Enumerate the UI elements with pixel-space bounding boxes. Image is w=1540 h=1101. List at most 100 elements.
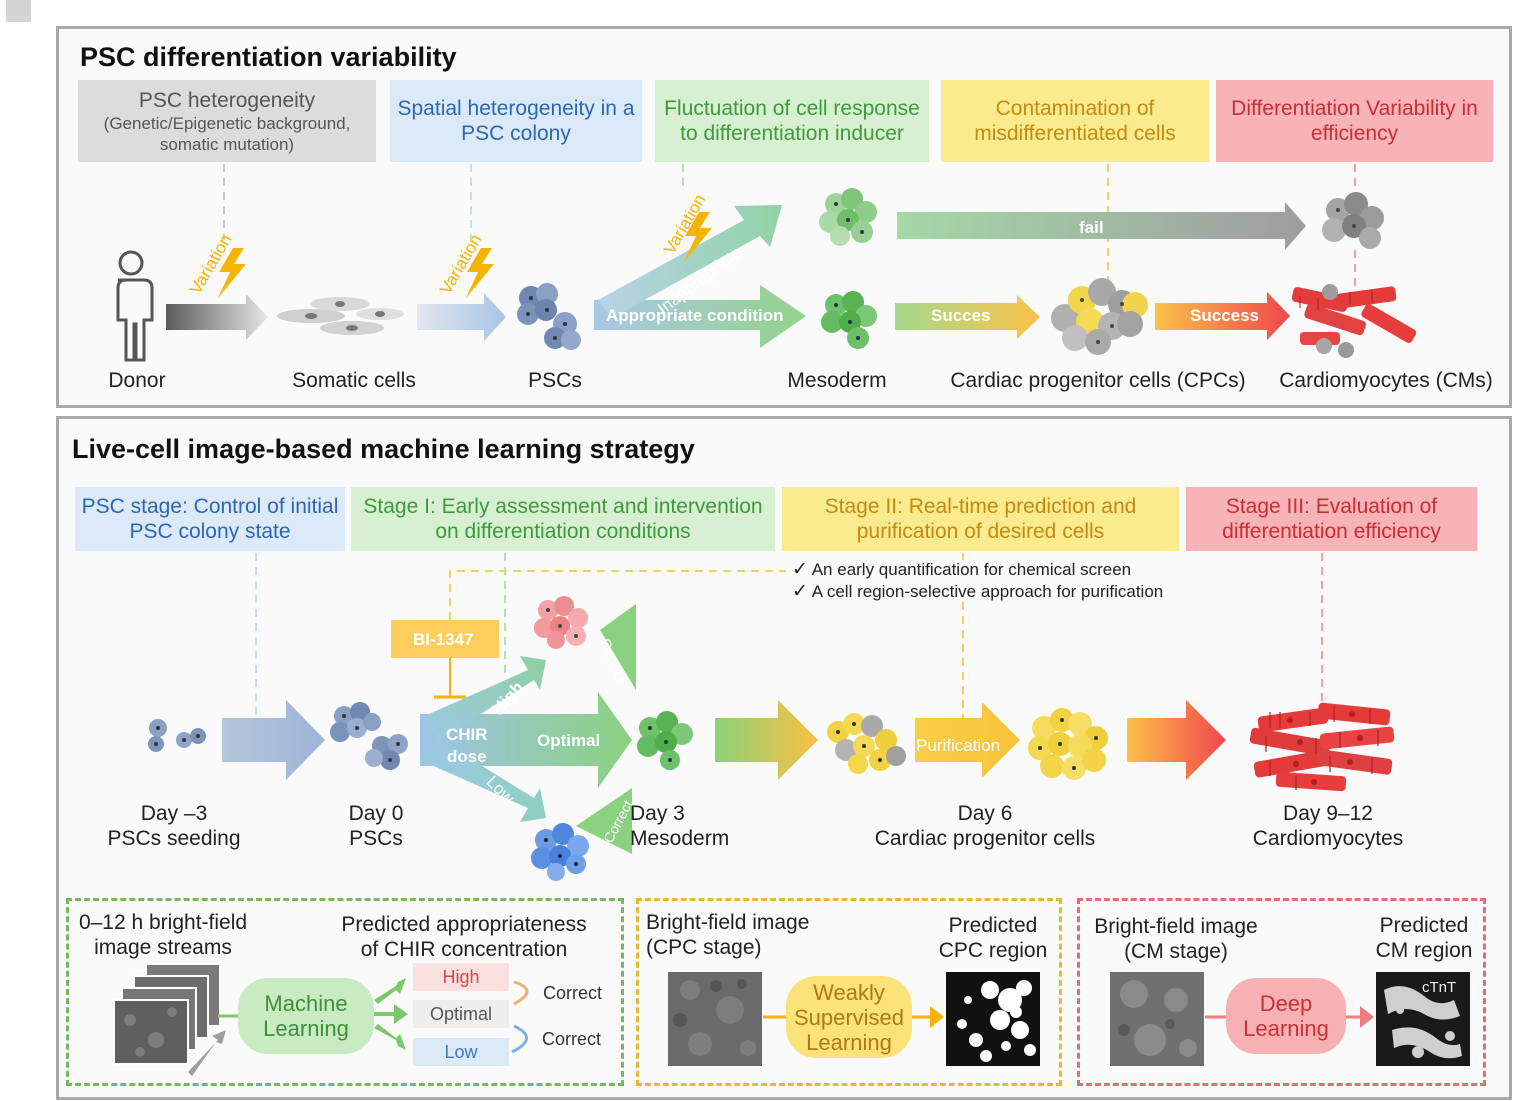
cm-prediction-image bbox=[1376, 972, 1470, 1066]
arrow-succes bbox=[895, 295, 1040, 339]
label-mesoderm: Mesoderm bbox=[787, 369, 887, 392]
header-psc-heterogeneity-sub: (Genetic/Epigenetic background, somatic … bbox=[103, 113, 351, 154]
header-variability-efficiency: Differentiation Variability in efficienc… bbox=[1216, 80, 1493, 162]
success-label: Success bbox=[1190, 306, 1259, 325]
label-cpcs: Cardiac progenitor cells (CPCs) bbox=[950, 369, 1246, 392]
tag-optimal: Optimal bbox=[413, 1000, 509, 1028]
high-dose-cluster bbox=[534, 596, 588, 649]
arrow-purification bbox=[915, 702, 1020, 778]
stage-psc-text: PSC stage: Control of initial PSC colony… bbox=[81, 495, 339, 543]
stage-psc-header: PSC stage: Control of initial PSC colony… bbox=[75, 487, 345, 551]
day6-label: Day 6 Cardiac progenitor cells bbox=[874, 802, 1096, 850]
fail-label: fail bbox=[1079, 218, 1104, 237]
bi-1347-label: BI-1347 bbox=[413, 630, 474, 649]
brightfield-image-stack bbox=[113, 963, 221, 1065]
cpc-prediction-mask bbox=[946, 972, 1040, 1066]
header-spatial-text: Spatial heterogeneity in a PSC colony bbox=[397, 97, 635, 145]
variability-title: PSC differentiation variability bbox=[80, 42, 457, 72]
corner-marker bbox=[6, 0, 31, 22]
cardiomyocyte-cluster bbox=[1291, 284, 1417, 358]
header-psc-heterogeneity: PSC heterogeneity (Genetic/Epigenetic ba… bbox=[78, 80, 376, 162]
mesoderm-cluster bbox=[821, 291, 877, 349]
arrow-donor-to-somatic bbox=[166, 294, 268, 340]
label-cms: Cardiomyocytes (CMs) bbox=[1279, 369, 1493, 392]
check-icon: ✓ bbox=[792, 581, 808, 602]
stage-iii-text: Stage III: Evaluation of differentiation… bbox=[1222, 495, 1441, 543]
lightning-icon bbox=[466, 248, 494, 298]
stage-ii-header: Stage II: Real-time prediction and purif… bbox=[782, 487, 1179, 551]
check-text-purification: A cell region-selective approach for pur… bbox=[811, 582, 1164, 601]
arrow-day3-to-day6 bbox=[715, 700, 818, 780]
label-somatic-cells: Somatic cells bbox=[292, 369, 416, 392]
header-contamination: Contamination of misdifferentiated cells bbox=[941, 80, 1209, 162]
purified-cpc-cluster bbox=[1028, 708, 1108, 780]
mesoderm-cluster-inappropriate bbox=[819, 188, 877, 246]
arrow-day6-to-cm bbox=[1127, 700, 1226, 780]
psc-cluster bbox=[517, 283, 581, 350]
seeding-cells bbox=[148, 719, 206, 752]
tag-low: Low bbox=[413, 1038, 509, 1066]
day3-mesoderm-cluster bbox=[637, 711, 693, 770]
arrow-somatic-to-psc bbox=[417, 293, 506, 341]
stage-i-text: Stage I: Early assessment and interventi… bbox=[363, 495, 763, 543]
appropriate-condition-label: Appropriate condition bbox=[606, 306, 784, 325]
arrow-seeding-to-day0 bbox=[222, 700, 325, 780]
ml-box2-output-label: Predicted CPC region bbox=[938, 914, 1048, 962]
day0-psc-cluster bbox=[330, 702, 408, 770]
lightning-icon bbox=[218, 248, 246, 298]
check-icon: ✓ bbox=[792, 559, 808, 580]
arrow-to-high bbox=[374, 978, 406, 1004]
check-item-screen: ✓ An early quantification for chemical s… bbox=[792, 560, 1131, 580]
header-fluctuation: Fluctuation of cell response to differen… bbox=[655, 80, 929, 162]
stage-iii-header: Stage III: Evaluation of differentiation… bbox=[1186, 487, 1477, 551]
day6-cpc-mixture bbox=[827, 713, 906, 774]
day-minus3-label: Day –3 PSCs seeding bbox=[107, 802, 241, 850]
arrow-to-optimal bbox=[374, 1004, 408, 1024]
chir-dose-label: CHIR dose bbox=[446, 725, 488, 766]
arrow-fail bbox=[897, 202, 1306, 250]
check-item-purification: ✓ A cell region-selective approach for p… bbox=[792, 582, 1163, 602]
arrow-to-low bbox=[374, 1024, 406, 1050]
check-text-screen: An early quantification for chemical scr… bbox=[811, 560, 1132, 579]
ml-box3-output-label: Predicted CM region bbox=[1375, 914, 1473, 962]
stage-i-header: Stage I: Early assessment and interventi… bbox=[351, 487, 775, 551]
label-pscs: PSCs bbox=[528, 369, 582, 392]
ml-box2-input-label: Bright-field image (CPC stage) bbox=[646, 911, 810, 959]
succes-label: Succes bbox=[931, 306, 991, 325]
purification-label: Purification bbox=[916, 736, 1001, 755]
stage-ii-text: Stage II: Real-time prediction and purif… bbox=[824, 495, 1137, 543]
weakly-supervised-pill: Weakly Supervised Learning bbox=[786, 976, 912, 1058]
label-donor: Donor bbox=[108, 369, 166, 392]
arrow-correct-low bbox=[576, 788, 632, 854]
lightning-icon bbox=[684, 212, 712, 262]
arrow-chir-high bbox=[420, 656, 546, 740]
arrow-chir-low bbox=[420, 740, 546, 822]
deep-learning-pill: Deep Learning bbox=[1226, 978, 1346, 1054]
time-arrow bbox=[188, 1030, 226, 1076]
ctnt-stain-label: cTnT bbox=[1422, 979, 1457, 996]
header-spatial-heterogeneity: Spatial heterogeneity in a PSC colony bbox=[390, 80, 642, 162]
ml-box-cpc bbox=[636, 898, 1062, 1086]
donor-icon bbox=[116, 250, 154, 362]
arrow-appropriate bbox=[594, 285, 806, 348]
day9-12-label: Day 9–12 Cardiomyocytes bbox=[1252, 802, 1404, 850]
low-dose-cluster bbox=[531, 823, 589, 881]
cpc-cluster bbox=[1051, 278, 1148, 355]
ml-box-cm bbox=[1077, 898, 1486, 1086]
optimal-label: Optimal bbox=[537, 731, 601, 750]
correct-text-2: Correct bbox=[542, 1029, 602, 1049]
arrow-correct-high bbox=[600, 604, 636, 690]
failed-cell-cluster bbox=[1322, 192, 1384, 249]
cpc-brightfield-image bbox=[668, 972, 762, 1066]
header-contamination-text: Contamination of misdifferentiated cells bbox=[974, 97, 1176, 145]
day3-label: Day 3 Mesoderm bbox=[630, 802, 730, 850]
ml-box3-input-label: Bright-field image (CM stage) bbox=[1094, 915, 1258, 963]
ml-box-chir bbox=[66, 898, 624, 1086]
header-psc-heterogeneity-main: PSC heterogeneity bbox=[138, 88, 316, 112]
cm-brightfield-image bbox=[1110, 972, 1204, 1066]
machine-learning-pill: Machine Learning bbox=[238, 978, 374, 1054]
ml-box1-input-label: 0–12 h bright-field image streams bbox=[78, 911, 248, 959]
